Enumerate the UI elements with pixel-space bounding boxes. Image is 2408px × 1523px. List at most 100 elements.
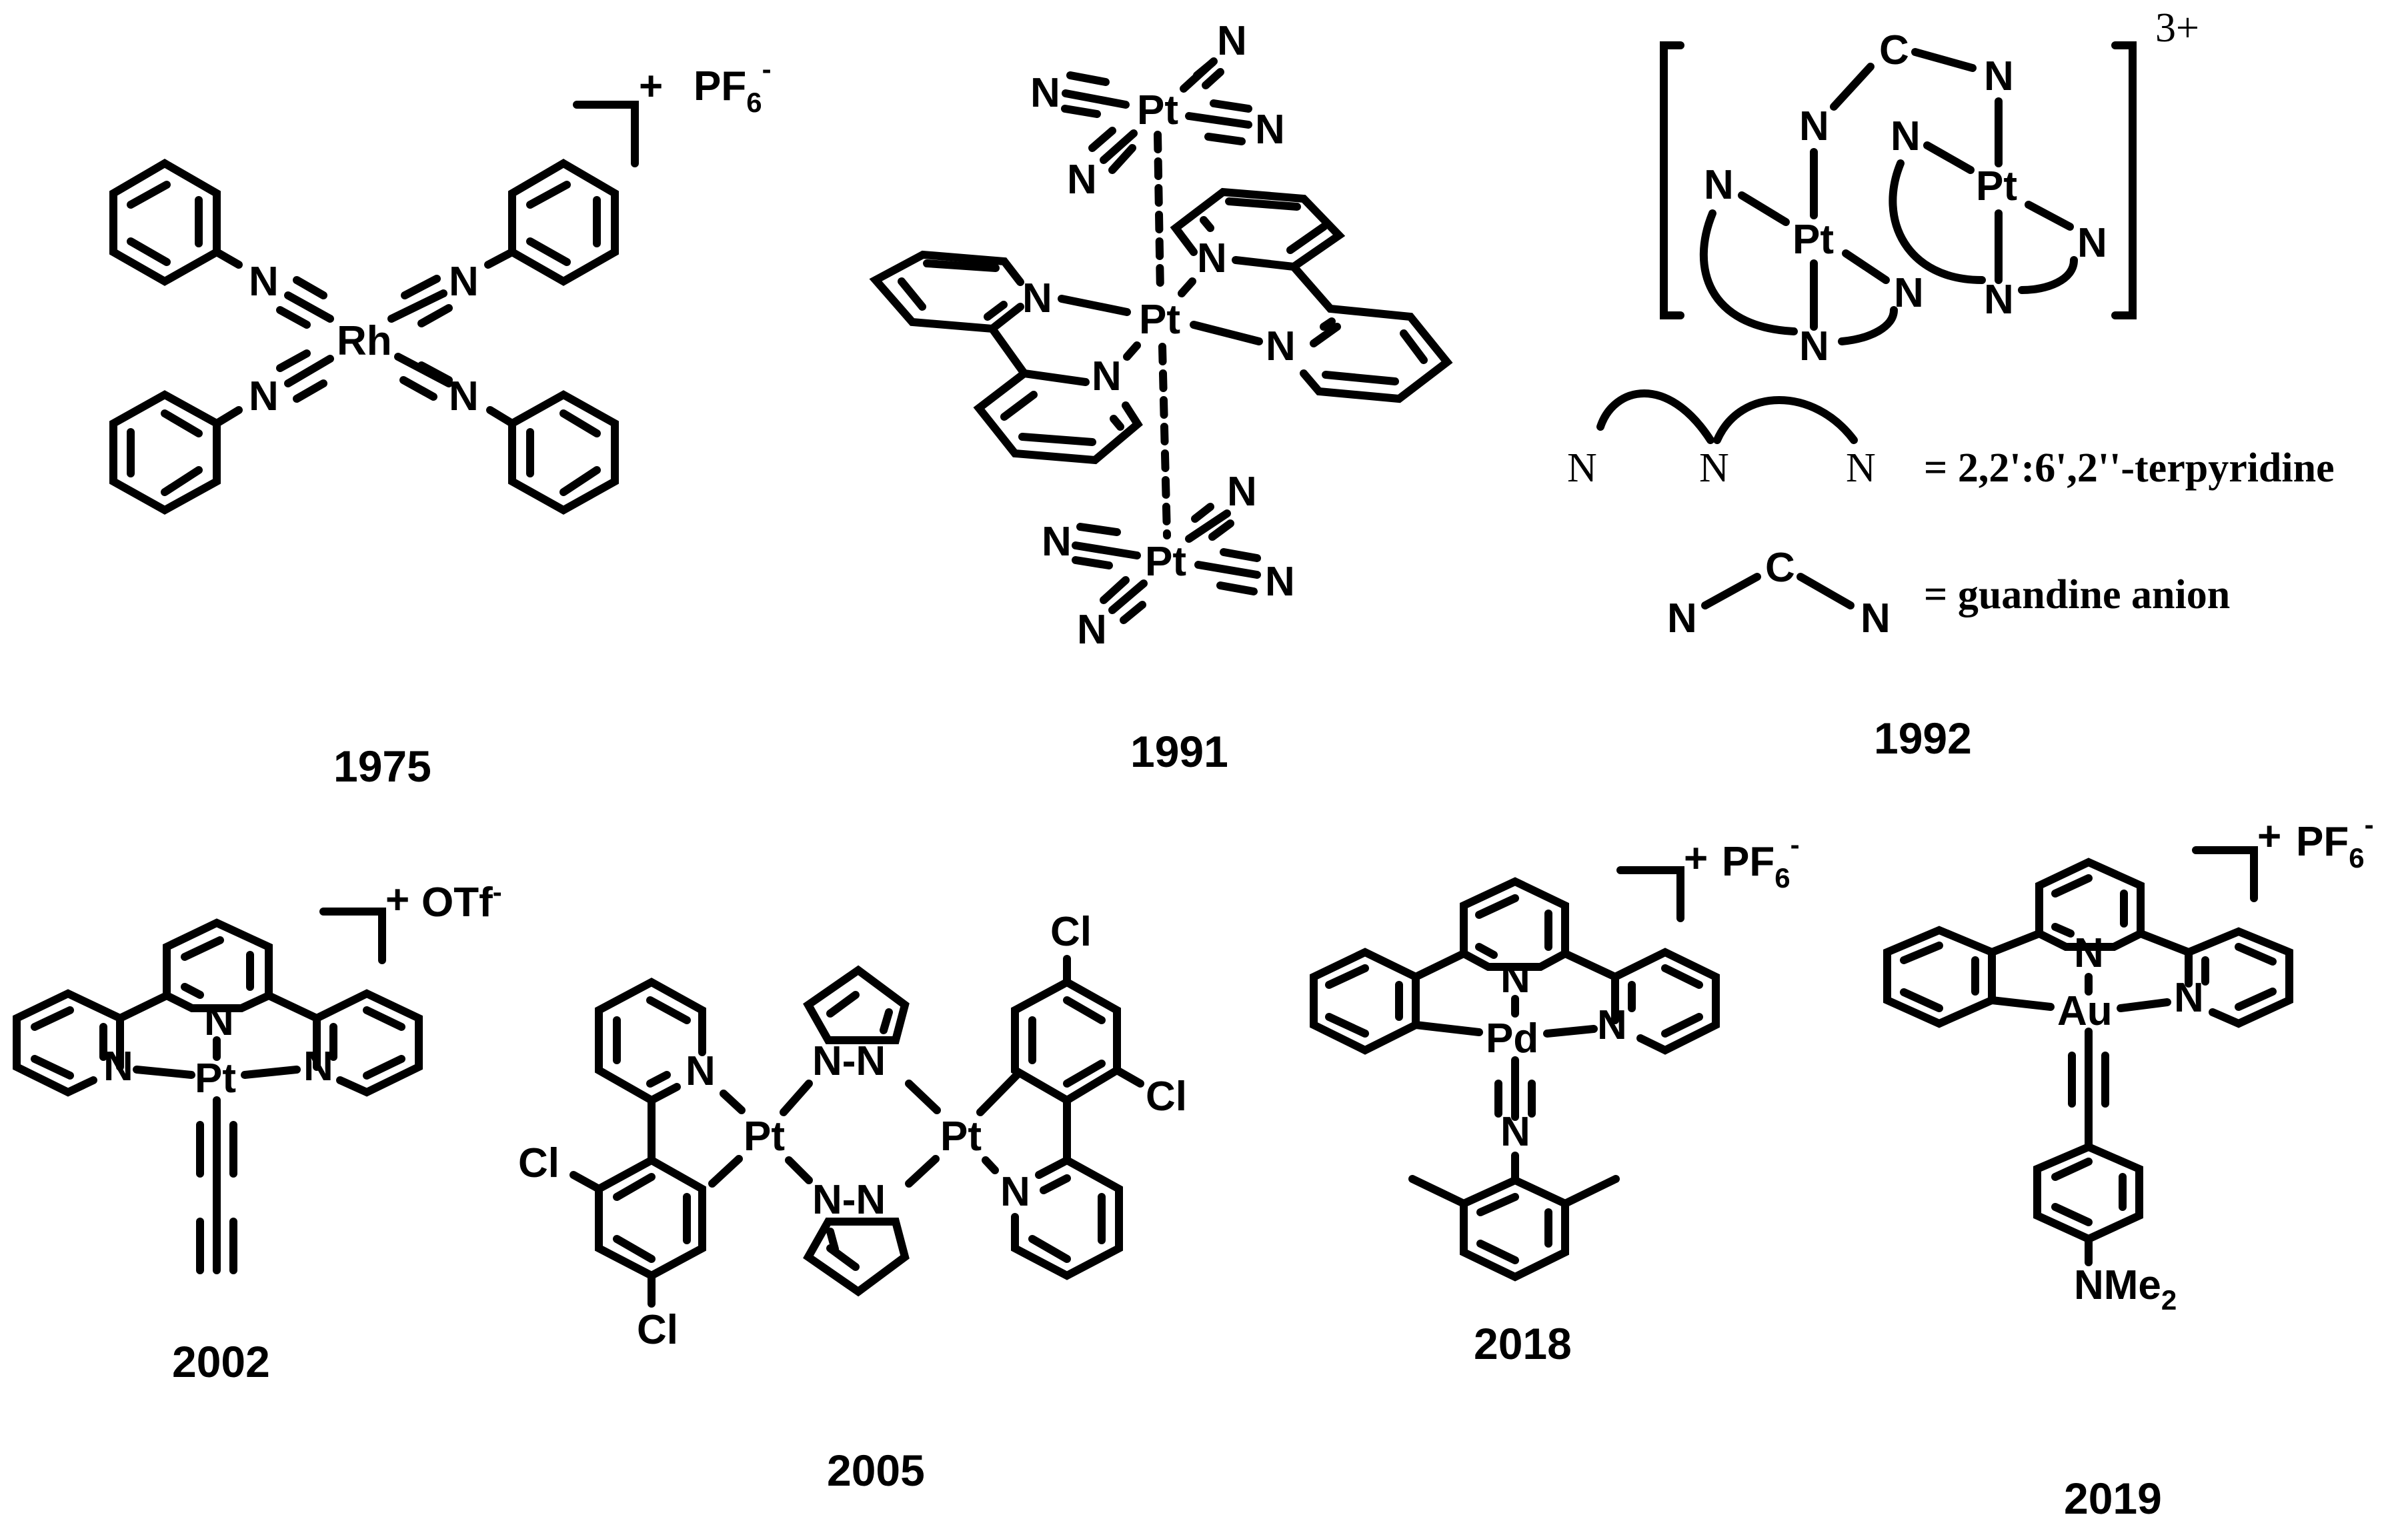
triple-bond — [1061, 57, 1252, 174]
atom-n: N — [1197, 235, 1227, 281]
metal-pt: Pt — [195, 1056, 236, 1102]
right-bracket — [2111, 41, 2137, 319]
atom-n: N — [1799, 103, 1829, 149]
coordination-bonds — [1699, 48, 2078, 345]
substituent-cl: Cl — [518, 1140, 559, 1186]
legend-guanidine-label: = guandine anion — [1924, 572, 2230, 617]
charge-plus: + — [385, 877, 409, 923]
metal-pt: Pt — [744, 1114, 785, 1160]
atom-n: N — [1042, 519, 1072, 565]
substituent-cl: Cl — [1146, 1074, 1187, 1120]
structure-2019: + PF6- Au N N NMe2 2019 — [1883, 809, 2374, 1523]
atom-n: N — [1266, 323, 1296, 369]
year-label: 1992 — [1874, 713, 1972, 763]
counterion: PF6- — [1722, 829, 1800, 894]
phenyl-ring — [484, 159, 619, 286]
atom-n: N — [686, 1048, 716, 1094]
atom-n: N — [1067, 157, 1097, 203]
metal-pt: Pt — [1792, 217, 1834, 263]
atom-n: N — [1894, 270, 1924, 316]
bonds-2018 — [1310, 877, 1720, 1282]
structure-2002: + OTf- Pt N N N 2002 — [13, 876, 502, 1386]
atom-n: N — [1667, 595, 1697, 641]
charge-bracket — [573, 101, 639, 167]
year-label: 1991 — [1130, 727, 1228, 776]
year-label: 2019 — [2064, 1474, 2162, 1523]
pyrazole-n-n: N-N — [812, 1177, 886, 1223]
atom-n: N — [1265, 559, 1295, 605]
atom-n: N — [1500, 956, 1530, 1002]
counterion: OTf- — [421, 876, 502, 926]
metal-rh: Rh — [337, 318, 392, 364]
atom-n: N — [1846, 445, 1876, 491]
bonds-2019 — [1883, 858, 2293, 1266]
year-label: 2002 — [172, 1337, 270, 1386]
atom-n: N — [1227, 469, 1257, 515]
metal-pt: Pt — [940, 1114, 982, 1160]
legend-terpyridine: N N N = 2,2':6',2''-terpyridine — [1567, 389, 2335, 491]
bipyridine-ligand — [869, 187, 1453, 465]
atom-n: N — [1217, 18, 1247, 64]
metal-pt: Pt — [1137, 87, 1178, 133]
legend-guanidine: C N N = guandine anion — [1667, 545, 2230, 641]
metal-pt: Pt — [1145, 539, 1186, 585]
atom-n: N — [1891, 113, 1921, 159]
counterion: PF6- — [694, 53, 772, 118]
pt-pt-interaction — [1158, 343, 1171, 539]
atom-n: N — [1799, 323, 1829, 369]
phenyl-ring — [486, 390, 619, 515]
atom-n: N — [449, 373, 479, 419]
pyrazole-n-n: N-N — [812, 1038, 886, 1084]
structure-1991: Pt N N N N Pt N N N N — [869, 18, 1453, 776]
atom-n: N — [1699, 445, 1729, 491]
atom-n: N — [1000, 1169, 1030, 1215]
atom-n: N — [1022, 275, 1052, 321]
charge-bracket — [319, 908, 386, 964]
atom-c: C — [1879, 27, 1909, 73]
year-label: 1975 — [333, 741, 431, 791]
structure-2005: Pt Pt N N N-N N-N Cl Cl Cl Cl — [518, 909, 1187, 1495]
atom-c: C — [1765, 545, 1795, 591]
metal-pt: Pt — [1976, 163, 2017, 209]
atom-n: N — [1984, 277, 2014, 323]
left-bracket — [1660, 41, 1684, 319]
atom-n: N — [1255, 107, 1285, 153]
atom-n: N — [1030, 70, 1060, 116]
charge-plus: + — [1684, 836, 1708, 882]
charge-plus: + — [2257, 814, 2281, 860]
terpyridine-ligand — [13, 918, 423, 1097]
pt-pt-interaction — [1154, 131, 1164, 297]
metal-pt: Pt — [1139, 297, 1180, 343]
phenyl-ring — [109, 159, 243, 286]
substituent-cl: Cl — [637, 1307, 678, 1353]
diyne-chain — [196, 1096, 237, 1274]
atom-n: N — [2074, 930, 2104, 976]
atom-n: N — [1861, 595, 1891, 641]
structure-1975: + PF6- Rh N N N N — [109, 53, 772, 791]
atom-n: N — [1984, 53, 2014, 99]
metal-au: Au — [2057, 988, 2113, 1034]
structure-1992: 3+ C N N N N Pt Pt N N N N — [1567, 5, 2335, 763]
phenyl-ring — [109, 390, 243, 515]
atom-n: N — [1704, 162, 1734, 208]
substituent-nme2: NMe2 — [2074, 1262, 2177, 1316]
atom-n: N — [449, 259, 479, 305]
atom-n: N — [249, 373, 279, 419]
atom-n: N — [249, 259, 279, 305]
metal-pd: Pd — [1486, 1016, 1538, 1062]
charge-label: 3+ — [2155, 5, 2199, 51]
year-label: 2005 — [827, 1446, 925, 1495]
atom-n: N — [1567, 445, 1597, 491]
year-label: 2018 — [1474, 1319, 1572, 1368]
triple-bond — [1072, 503, 1261, 624]
charge-bracket — [2192, 846, 2258, 902]
legend-terpyridine-label: = 2,2':6',2''-terpyridine — [1924, 445, 2335, 491]
charge-bracket — [1616, 866, 1684, 922]
substituent-cl: Cl — [1050, 909, 1092, 955]
charge-plus: + — [639, 63, 663, 109]
counterion: PF6- — [2296, 809, 2374, 874]
atom-n: N — [2077, 220, 2107, 266]
triple-bond — [276, 275, 453, 403]
structure-2018: + PF6- Pd N N N 2018 — [1310, 829, 1800, 1368]
